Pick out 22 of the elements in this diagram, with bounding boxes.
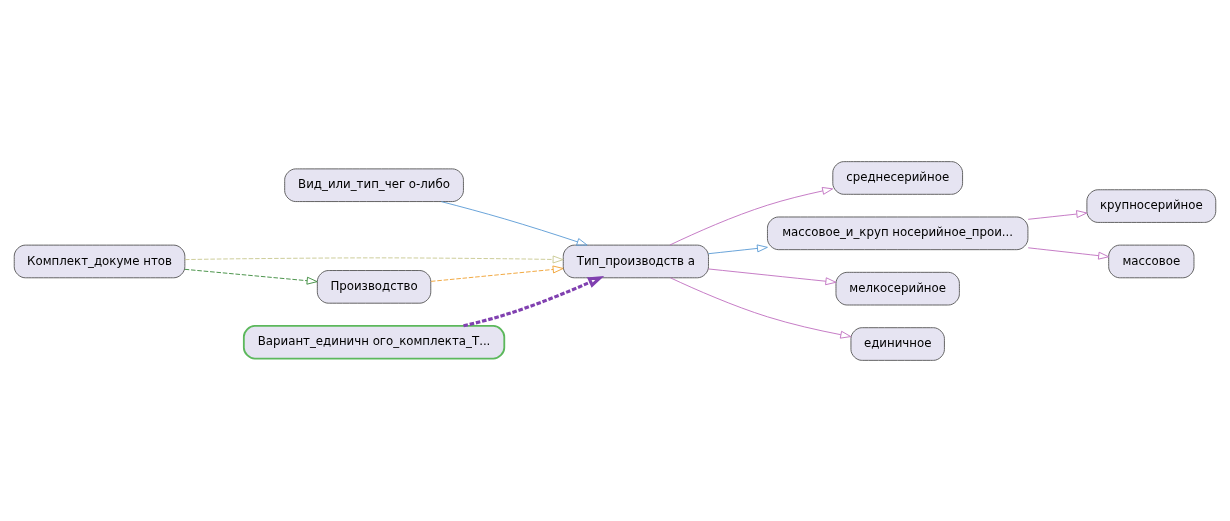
node-box: Комплект_докуме нтов: [13, 244, 186, 278]
node-box: Вариант_единичн ого_комплекта_Т...: [242, 324, 506, 359]
arrow: [670, 276, 852, 339]
arrow: [708, 268, 837, 285]
node-box: мелкосерийное: [835, 271, 960, 305]
node-box: Производство: [316, 269, 432, 304]
arrow: [184, 255, 564, 263]
node-box: среднесерийное: [832, 160, 964, 195]
arrow: [1027, 209, 1088, 220]
node-box: крупносерийное: [1086, 188, 1217, 223]
node-box: массовое: [1108, 244, 1195, 278]
arrow: [463, 275, 605, 327]
arrow: [708, 243, 768, 254]
arrow: [430, 265, 564, 282]
arrow: [440, 200, 588, 246]
node-box: единичное: [850, 326, 945, 361]
arrow: [669, 186, 834, 245]
arrow: [1027, 246, 1110, 260]
arrow: [184, 268, 318, 285]
node-box: Тип_производств а: [562, 244, 709, 278]
node-box: Вид_или_тип_чег о-либо: [284, 167, 464, 202]
node-box: массовое_и_круп носерийное_прои...: [767, 216, 1029, 250]
